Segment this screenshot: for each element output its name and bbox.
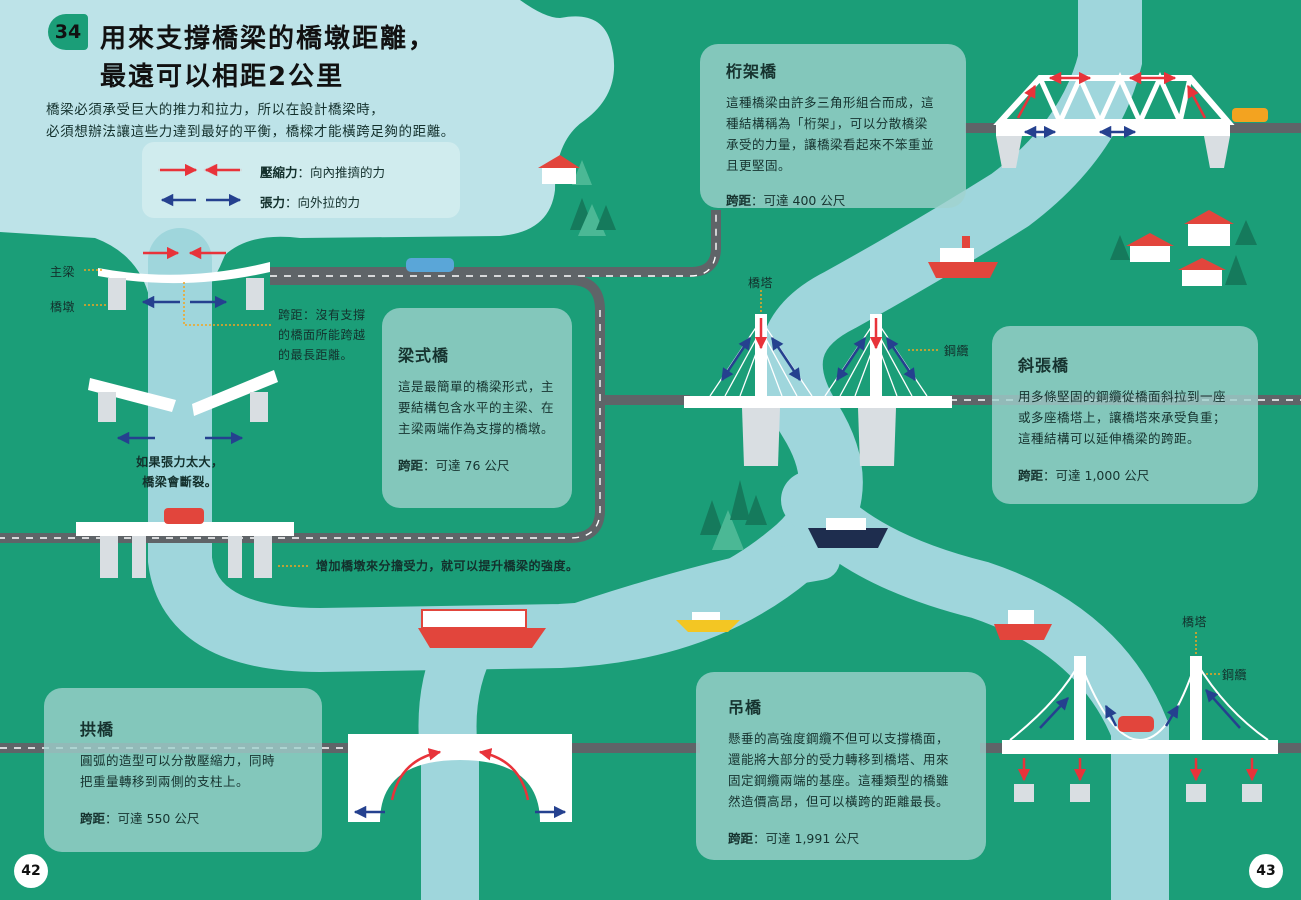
beam-bridge-desc-3: 主梁兩端作為支撐的橋墩。: [398, 421, 555, 436]
suspension-span-label: 跨距: [728, 831, 754, 846]
cable-stayed-span: 跨距：可達 1,000 公尺: [1018, 465, 1246, 484]
page-title-line-1: 用來支撐橋梁的橋墩距離，: [100, 24, 437, 54]
intro-line-1: 橋梁必須承受巨大的推力和拉力，所以在設計橋梁時，: [46, 102, 385, 118]
truss-bridge-desc-1: 這種橋梁由許多三角形組合而成，這: [726, 95, 935, 110]
break-note: 如果張力太大， 橋梁會斷裂。: [136, 452, 224, 492]
chapter-badge: 34: [48, 14, 88, 50]
more-piers-note: 增加橋墩來分擔受力，就可以提升橋梁的強度。: [316, 559, 579, 573]
legend-arrow-graphics: [160, 163, 242, 207]
houses: [538, 155, 1234, 286]
legend-compression-desc: ：向內推擠的力: [297, 165, 386, 180]
arch-bridge-card: 拱橋 圓弧的造型可以分散壓縮力，同時 把重量轉移到兩側的支柱上。 跨距：可達 5…: [44, 688, 322, 852]
legend-tension-term: 張力: [260, 195, 286, 210]
arch-bridge-title: 拱橋: [80, 720, 115, 739]
beam-bridge-desc-2: 要結構包含水平的主梁、在: [398, 400, 555, 415]
arch-bridge-span-value: ：可達 550 公尺: [105, 811, 200, 826]
trees: [570, 160, 1257, 550]
multi-pier-bridge: [76, 508, 310, 578]
truss-bridge-span-label: 跨距: [726, 193, 752, 208]
boats: [418, 236, 1052, 648]
legend-compression-term: 壓縮力: [260, 165, 298, 180]
suspension-bridge: [1002, 632, 1278, 802]
page-number-right: 43: [1249, 854, 1283, 888]
cable-stayed-span-value: ：可達 1,000 公尺: [1043, 468, 1150, 483]
arch-bridge-desc-2: 把重量轉移到兩側的支柱上。: [80, 774, 250, 789]
main-beam-label: 主梁: [50, 265, 76, 279]
pier-label: 橋墩: [50, 300, 76, 314]
beam-bridge-card: 梁式橋 這是最簡單的橋梁形式，主 要結構包含水平的主梁、在 主梁兩端作為支撐的橋…: [382, 308, 572, 508]
car-blue: [406, 258, 454, 272]
truss-bridge-span-value: ：可達 400 公尺: [751, 193, 846, 208]
legend-tension: 張力：向外拉的力: [260, 192, 360, 211]
cable-stayed-span-label: 跨距: [1018, 468, 1044, 483]
arch-bridge-span: 跨距：可達 550 公尺: [80, 808, 310, 827]
beam-bridge-top: [84, 246, 272, 326]
break-note-line-1: 如果張力太大，: [136, 455, 224, 469]
cable-stayed-desc-1: 用多條堅固的鋼纜從橋面斜拉到一座: [1018, 389, 1227, 404]
truss-bridge-card: 桁架橋 這種橋梁由許多三角形組合而成，這 種結構稱為「桁架」，可以分散橋梁 承受…: [700, 44, 966, 208]
cable-stayed-bridge: [684, 290, 952, 466]
span-note: 跨距：沒有支撐 的橋面所能跨越 的最長距離。: [278, 305, 366, 365]
page-title-line-2: 最遠可以相距2公里: [100, 62, 345, 92]
suspension-desc-4: 然造價高昂，但可以橫跨的距離最長。: [728, 794, 950, 809]
page-number-left: 42: [14, 854, 48, 888]
cable-stayed-desc-3: 這種結構可以延伸橋梁的跨距。: [1018, 431, 1201, 446]
broken-bridge: [88, 370, 278, 445]
cable-stayed-tower-label: 橋塔: [748, 276, 774, 290]
suspension-span-value: ：可達 1,991 公尺: [753, 831, 860, 846]
span-note-line-1: 跨距：沒有支撐: [278, 308, 366, 322]
arch-bridge-desc-1: 圓弧的造型可以分散壓縮力，同時: [80, 753, 276, 768]
break-note-line-2: 橋梁會斷裂。: [142, 475, 218, 489]
suspension-span: 跨距：可達 1,991 公尺: [728, 828, 976, 847]
arch-bridge-span-label: 跨距: [80, 811, 106, 826]
truss-bridge-span: 跨距：可達 400 公尺: [726, 190, 952, 209]
beam-bridge-desc-1: 這是最簡單的橋梁形式，主: [398, 379, 555, 394]
legend-compression: 壓縮力：向內推擠的力: [260, 162, 385, 181]
cable-stayed-cable-label: 鋼纜: [944, 344, 970, 358]
truss-bridge-desc-4: 且更堅固。: [726, 158, 792, 173]
arch-bridge: [348, 734, 572, 822]
beam-bridge-span: 跨距：可達 76 公尺: [398, 455, 558, 474]
cable-stayed-desc-2: 或多座橋塔上，讓橋塔來承受負重；: [1018, 410, 1227, 425]
suspension-desc-2: 還能將大部分的受力轉移到橋塔、用來: [728, 752, 950, 767]
suspension-tower-label: 橋塔: [1182, 615, 1208, 629]
beam-bridge-title: 梁式橋: [398, 346, 450, 365]
legend-tension-desc: ：向外拉的力: [285, 195, 361, 210]
span-note-line-2: 的橋面所能跨越: [278, 328, 366, 342]
truss-bridge-title: 桁架橋: [726, 62, 778, 81]
intro-line-2: 必須想辦法讓這些力達到最好的平衡，橋樑才能橫跨足夠的距離。: [46, 124, 455, 140]
suspension-bridge-card: 吊橋 懸垂的高強度鋼纜不但可以支撐橋面， 還能將大部分的受力轉移到橋塔、用來 固…: [696, 672, 986, 860]
suspension-title: 吊橋: [728, 698, 763, 717]
span-note-line-3: 的最長距離。: [278, 348, 354, 362]
truss-bridge-desc-3: 承受的力量，讓橋梁看起來不笨重並: [726, 137, 935, 152]
suspension-desc-1: 懸垂的高強度鋼纜不但可以支撐橋面，: [728, 731, 950, 746]
cable-stayed-card: 斜張橋 用多條堅固的鋼纜從橋面斜拉到一座 或多座橋塔上，讓橋塔來承受負重； 這種…: [992, 326, 1258, 504]
cable-stayed-title: 斜張橋: [1018, 356, 1070, 375]
beam-bridge-span-label: 跨距: [398, 458, 424, 473]
suspension-desc-3: 固定鋼纜兩端的基座。這種類型的橋雖: [728, 773, 950, 788]
beam-bridge-span-value: ：可達 76 公尺: [423, 458, 510, 473]
suspension-cable-label: 鋼纜: [1222, 668, 1248, 682]
truss-bridge-desc-2: 種結構稱為「桁架」，可以分散橋梁: [726, 116, 928, 131]
truss-bridge: [993, 71, 1268, 168]
force-legend: 壓縮力：向內推擠的力 張力：向外拉的力: [142, 142, 460, 218]
